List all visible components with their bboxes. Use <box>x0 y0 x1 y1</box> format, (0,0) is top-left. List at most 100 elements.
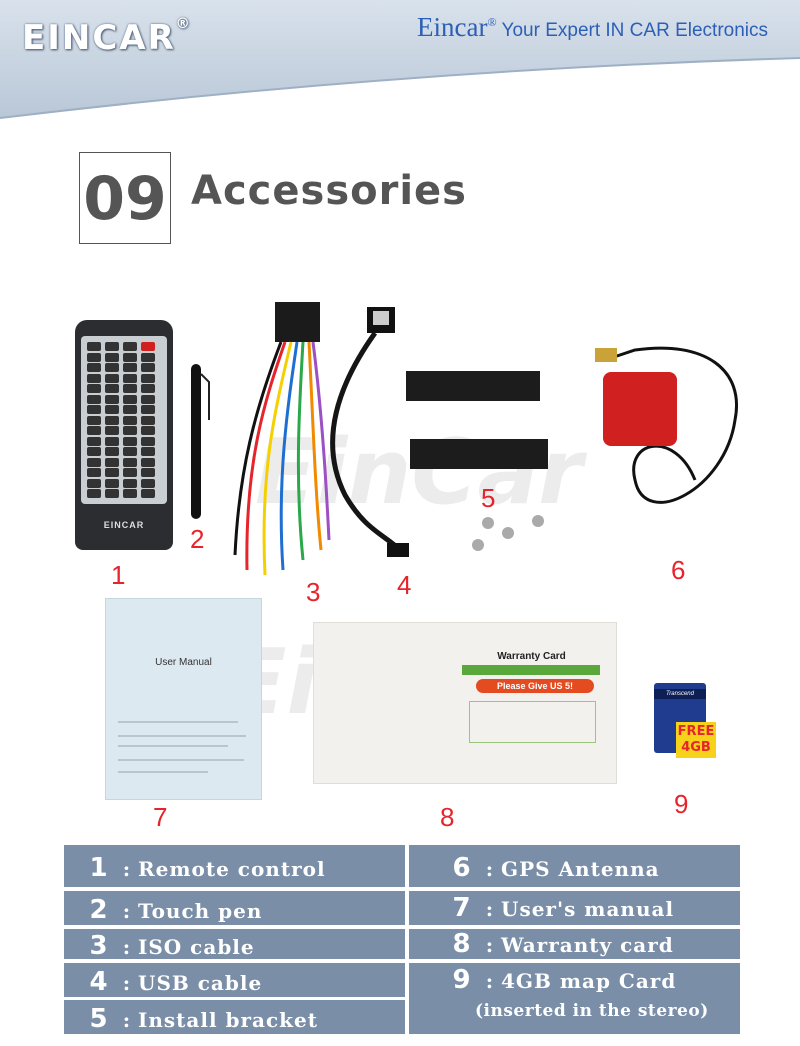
remote-key <box>105 405 119 414</box>
remote-key <box>105 342 119 351</box>
legend-colon: : <box>485 933 495 957</box>
legend-number: 6 <box>452 853 472 883</box>
eincar-logo: EINCAR® <box>22 16 192 58</box>
remote-key <box>141 489 155 498</box>
remote-key <box>105 447 119 456</box>
remote-key <box>123 384 137 393</box>
legend-label: Install bracket <box>138 1008 318 1032</box>
tagline-registered-mark: ® <box>487 15 497 29</box>
sd-card-brand: Transcend <box>654 689 706 699</box>
legend-item: 9:4GB map Card (inserted in the stereo) <box>409 963 740 1034</box>
legend-label: 4GB map Card <box>501 969 677 993</box>
legend-number: 2 <box>89 895 109 925</box>
warranty-card-rating-box <box>469 701 596 743</box>
remote-key <box>123 457 137 467</box>
remote-key <box>123 415 137 425</box>
remote-key <box>105 394 119 404</box>
remote-key <box>87 373 101 383</box>
remote-key <box>105 384 119 393</box>
legend-sublabel: (inserted in the stereo) <box>475 1001 709 1021</box>
remote-key <box>123 468 137 477</box>
section-title: Accessories <box>191 168 467 214</box>
manual-title: User Manual <box>155 657 212 668</box>
remote-key <box>141 468 155 477</box>
legend-number: 1 <box>89 853 109 883</box>
remote-key <box>87 436 101 446</box>
iso-cable-image <box>233 302 331 576</box>
header-banner <box>0 0 800 119</box>
remote-key <box>123 436 137 446</box>
remote-key <box>87 394 101 404</box>
remote-key <box>141 436 155 446</box>
legend-item: 5:Install bracket <box>64 1000 405 1034</box>
legend-number: 7 <box>452 893 472 923</box>
legend-colon: : <box>122 935 132 959</box>
remote-key <box>87 468 101 477</box>
warranty-card-title: Warranty Card <box>497 651 566 662</box>
tagline-brand: Eincar® <box>417 12 497 42</box>
remote-key <box>123 447 137 456</box>
manual-text-line <box>118 735 246 737</box>
legend-colon: : <box>485 897 495 921</box>
manual-text-line <box>118 759 244 761</box>
remote-key <box>123 478 137 488</box>
touch-pen-image <box>191 364 210 519</box>
page-header: EINCAR® Eincar® Your Expert IN CAR Elect… <box>0 0 800 120</box>
user-manual-image: User Manual <box>105 598 262 800</box>
remote-key <box>141 342 155 351</box>
free-badge-line1: FREE <box>677 724 715 739</box>
remote-key <box>123 394 137 404</box>
remote-key <box>123 405 137 414</box>
manual-text-line <box>118 745 228 747</box>
legend-label: Remote control <box>138 857 326 881</box>
product-number-label: 7 <box>153 802 168 832</box>
legend-colon: : <box>485 857 495 881</box>
remote-key <box>87 415 101 425</box>
remote-key <box>87 384 101 393</box>
manual-text-line <box>118 771 208 773</box>
remote-key <box>87 447 101 456</box>
remote-key <box>105 436 119 446</box>
remote-key <box>87 489 101 498</box>
legend-item: 8:Warranty card <box>409 929 740 959</box>
warranty-card-badge: Please Give US 5! <box>476 679 594 693</box>
remote-key <box>141 426 155 435</box>
product-number-label: 4 <box>397 570 412 600</box>
legend-number: 5 <box>89 1004 109 1034</box>
remote-key <box>123 363 137 372</box>
legend-item: 6:GPS Antenna <box>409 845 740 887</box>
remote-key <box>141 352 155 362</box>
legend-colon: : <box>122 971 132 995</box>
legend-number: 3 <box>89 931 109 961</box>
header-tagline: Eincar® Your Expert IN CAR Electronics <box>417 12 768 43</box>
product-number-label: 3 <box>306 577 321 607</box>
usb-cable-image <box>330 307 409 557</box>
legend-item: 7:User's manual <box>409 891 740 925</box>
legend-colon: : <box>122 857 132 881</box>
remote-key <box>87 478 101 488</box>
remote-key <box>141 384 155 393</box>
remote-key <box>87 457 101 467</box>
legend-number: 9 <box>452 965 472 995</box>
remote-key <box>141 405 155 414</box>
remote-key <box>105 352 119 362</box>
remote-key <box>141 394 155 404</box>
remote-key <box>141 363 155 372</box>
remote-key <box>87 426 101 435</box>
remote-key <box>105 415 119 425</box>
legend-item: 4:USB cable <box>64 963 405 997</box>
product-number-label: 9 <box>674 789 689 819</box>
warranty-card-image: Warranty Card Please Give US 5! <box>313 622 617 784</box>
remote-key <box>105 457 119 467</box>
watermark: EinCar <box>255 420 583 525</box>
remote-brand-label: EINCAR <box>103 520 145 530</box>
remote-key <box>105 478 119 488</box>
product-number-label: 5 <box>481 483 496 513</box>
product-number-label: 6 <box>671 555 686 585</box>
legend-label: Warranty card <box>501 933 674 957</box>
remote-key <box>123 342 137 351</box>
legend-label: ISO cable <box>138 935 255 959</box>
remote-key <box>141 415 155 425</box>
legend-colon: : <box>122 1008 132 1032</box>
